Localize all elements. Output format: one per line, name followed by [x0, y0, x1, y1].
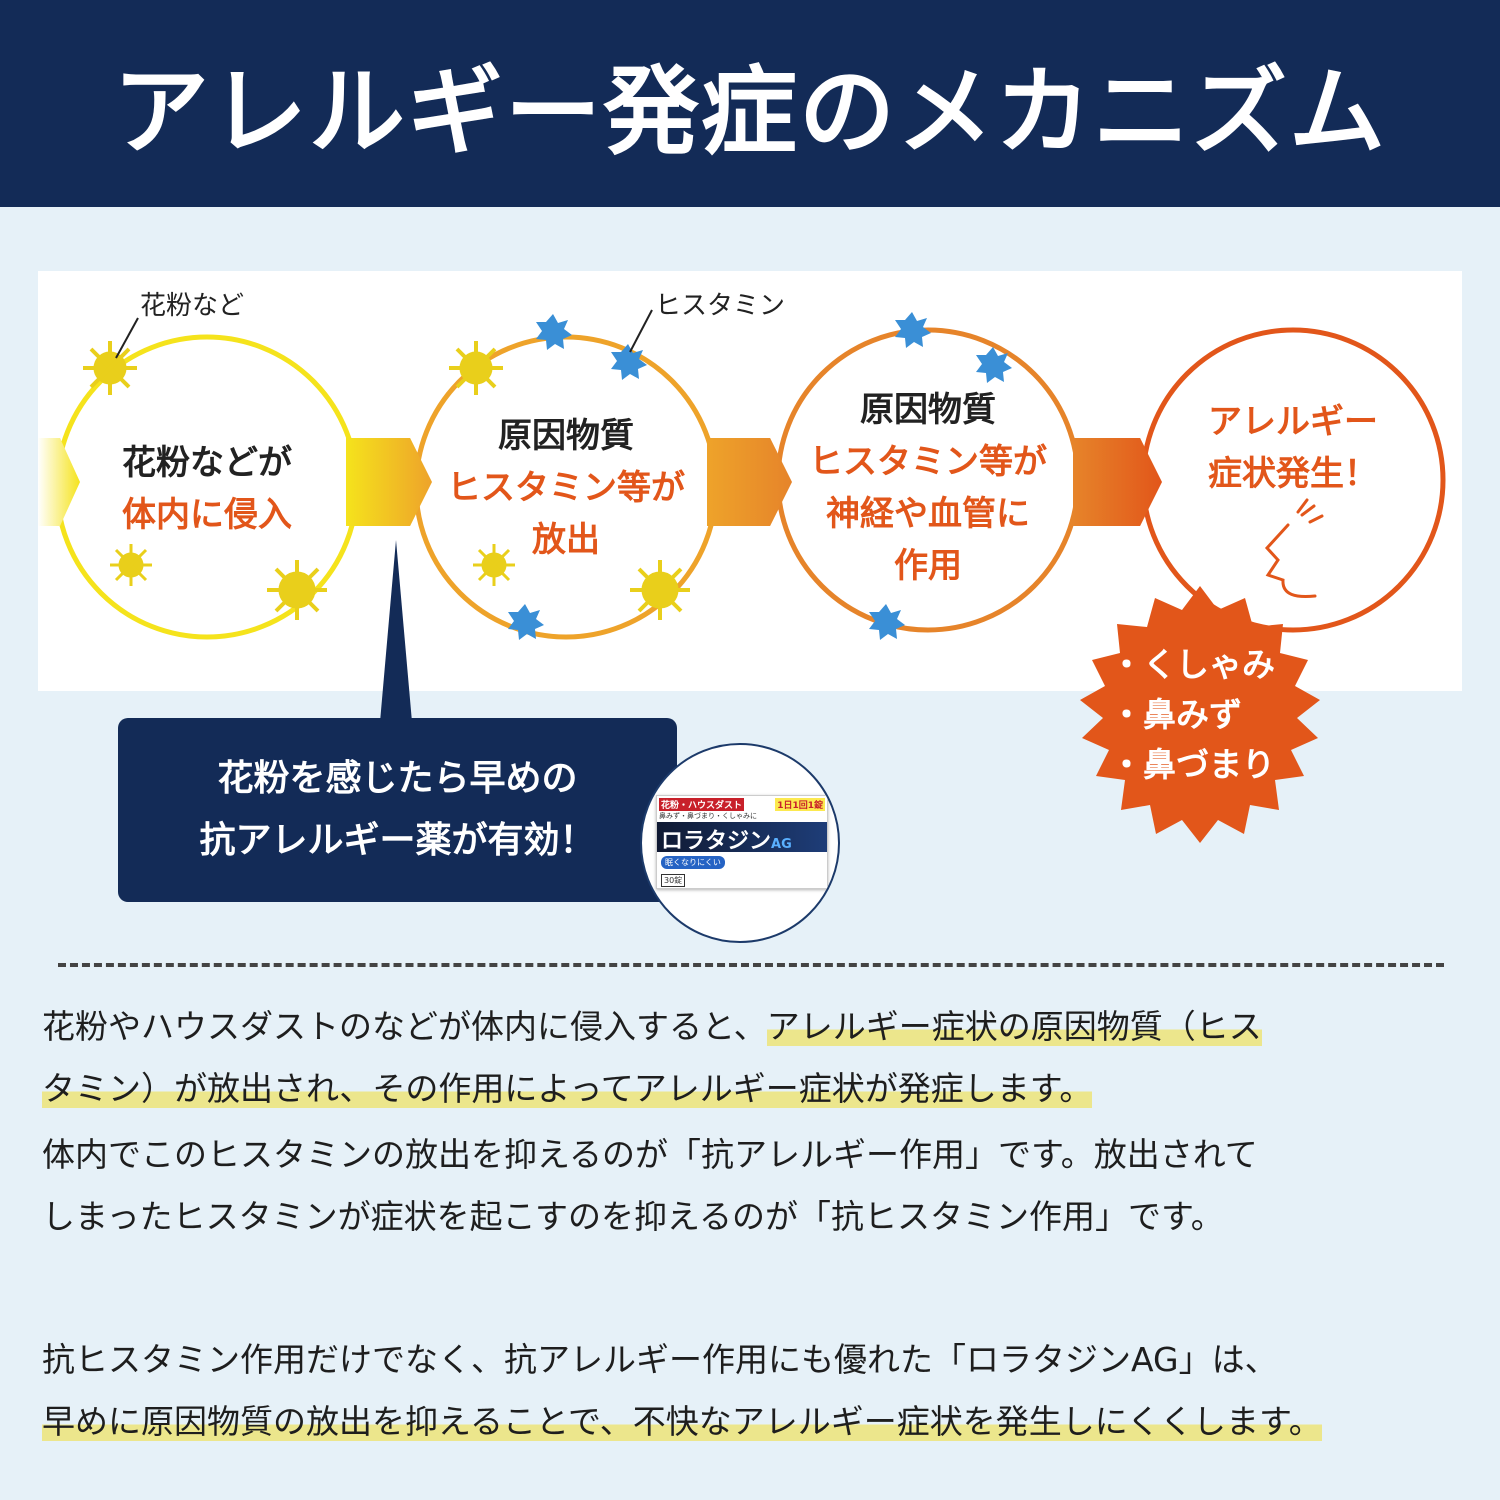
header-banner: アレルギー発症のメカニズム	[0, 0, 1500, 207]
product-subtitle: 鼻みず・鼻づまり・くしゃみに	[659, 812, 757, 820]
symptom-starburst	[1080, 586, 1320, 843]
advice-callout: 花粉を感じたら早めの 抗アレルギー薬が有効！	[118, 718, 677, 902]
product-badge: 1日1回1錠	[775, 798, 825, 811]
symptom-item: ・鼻みず	[1110, 695, 1242, 734]
product-image: 花粉・ハウスダスト 1日1回1錠 鼻みず・鼻づまり・くしゃみに ロラタジンAG …	[640, 743, 840, 943]
histamine-icon	[508, 312, 1012, 640]
body-paragraph-3: 抗ヒスタミン作用だけでなく、抗アレルギー作用にも優れた「ロラタジンAG」は、 早…	[42, 1340, 1322, 1441]
product-tag: 眠くなりにくい	[661, 856, 725, 869]
body-paragraph-2: 体内でこのヒスタミンの放出を抑えるのが「抗アレルギー作用」です。放出されて しま…	[42, 1135, 1258, 1236]
product-name: ロラタジンAG	[661, 829, 792, 854]
symptom-item: ・くしゃみ	[1110, 645, 1275, 684]
symptom-item: ・鼻づまり	[1110, 745, 1275, 784]
step-text-1: 花粉などが 体内に侵入	[122, 443, 292, 535]
step-text-2: 原因物質 ヒスタミン等が 放出	[447, 416, 685, 560]
callout-pointer	[380, 540, 412, 722]
histamine-label: ヒスタミン	[655, 291, 786, 321]
divider	[58, 963, 1444, 967]
symptom-list: ・くしゃみ ・鼻みず ・鼻づまり	[1110, 640, 1275, 790]
sneeze-icon	[1264, 498, 1324, 599]
pollen-label: 花粉など	[140, 291, 245, 321]
pollen-icon	[83, 341, 690, 620]
product-box: 花粉・ハウスダスト 1日1回1錠 鼻みず・鼻づまり・くしゃみに ロラタジンAG …	[656, 795, 828, 889]
mechanism-diagram	[38, 309, 1446, 843]
product-count: 30錠	[661, 874, 686, 887]
step-text-3: 原因物質 ヒスタミン等が 神経や血管に 作用	[809, 390, 1047, 586]
body-paragraph-1: 花粉やハウスダストのなどが体内に侵入すると、アレルギー症状の原因物質（ヒス タミ…	[42, 1007, 1262, 1108]
product-banner: 花粉・ハウスダスト	[659, 798, 745, 811]
page-title: アレルギー発症のメカニズム	[113, 56, 1387, 168]
step-text-4: アレルギー 症状発生！	[1208, 402, 1378, 494]
